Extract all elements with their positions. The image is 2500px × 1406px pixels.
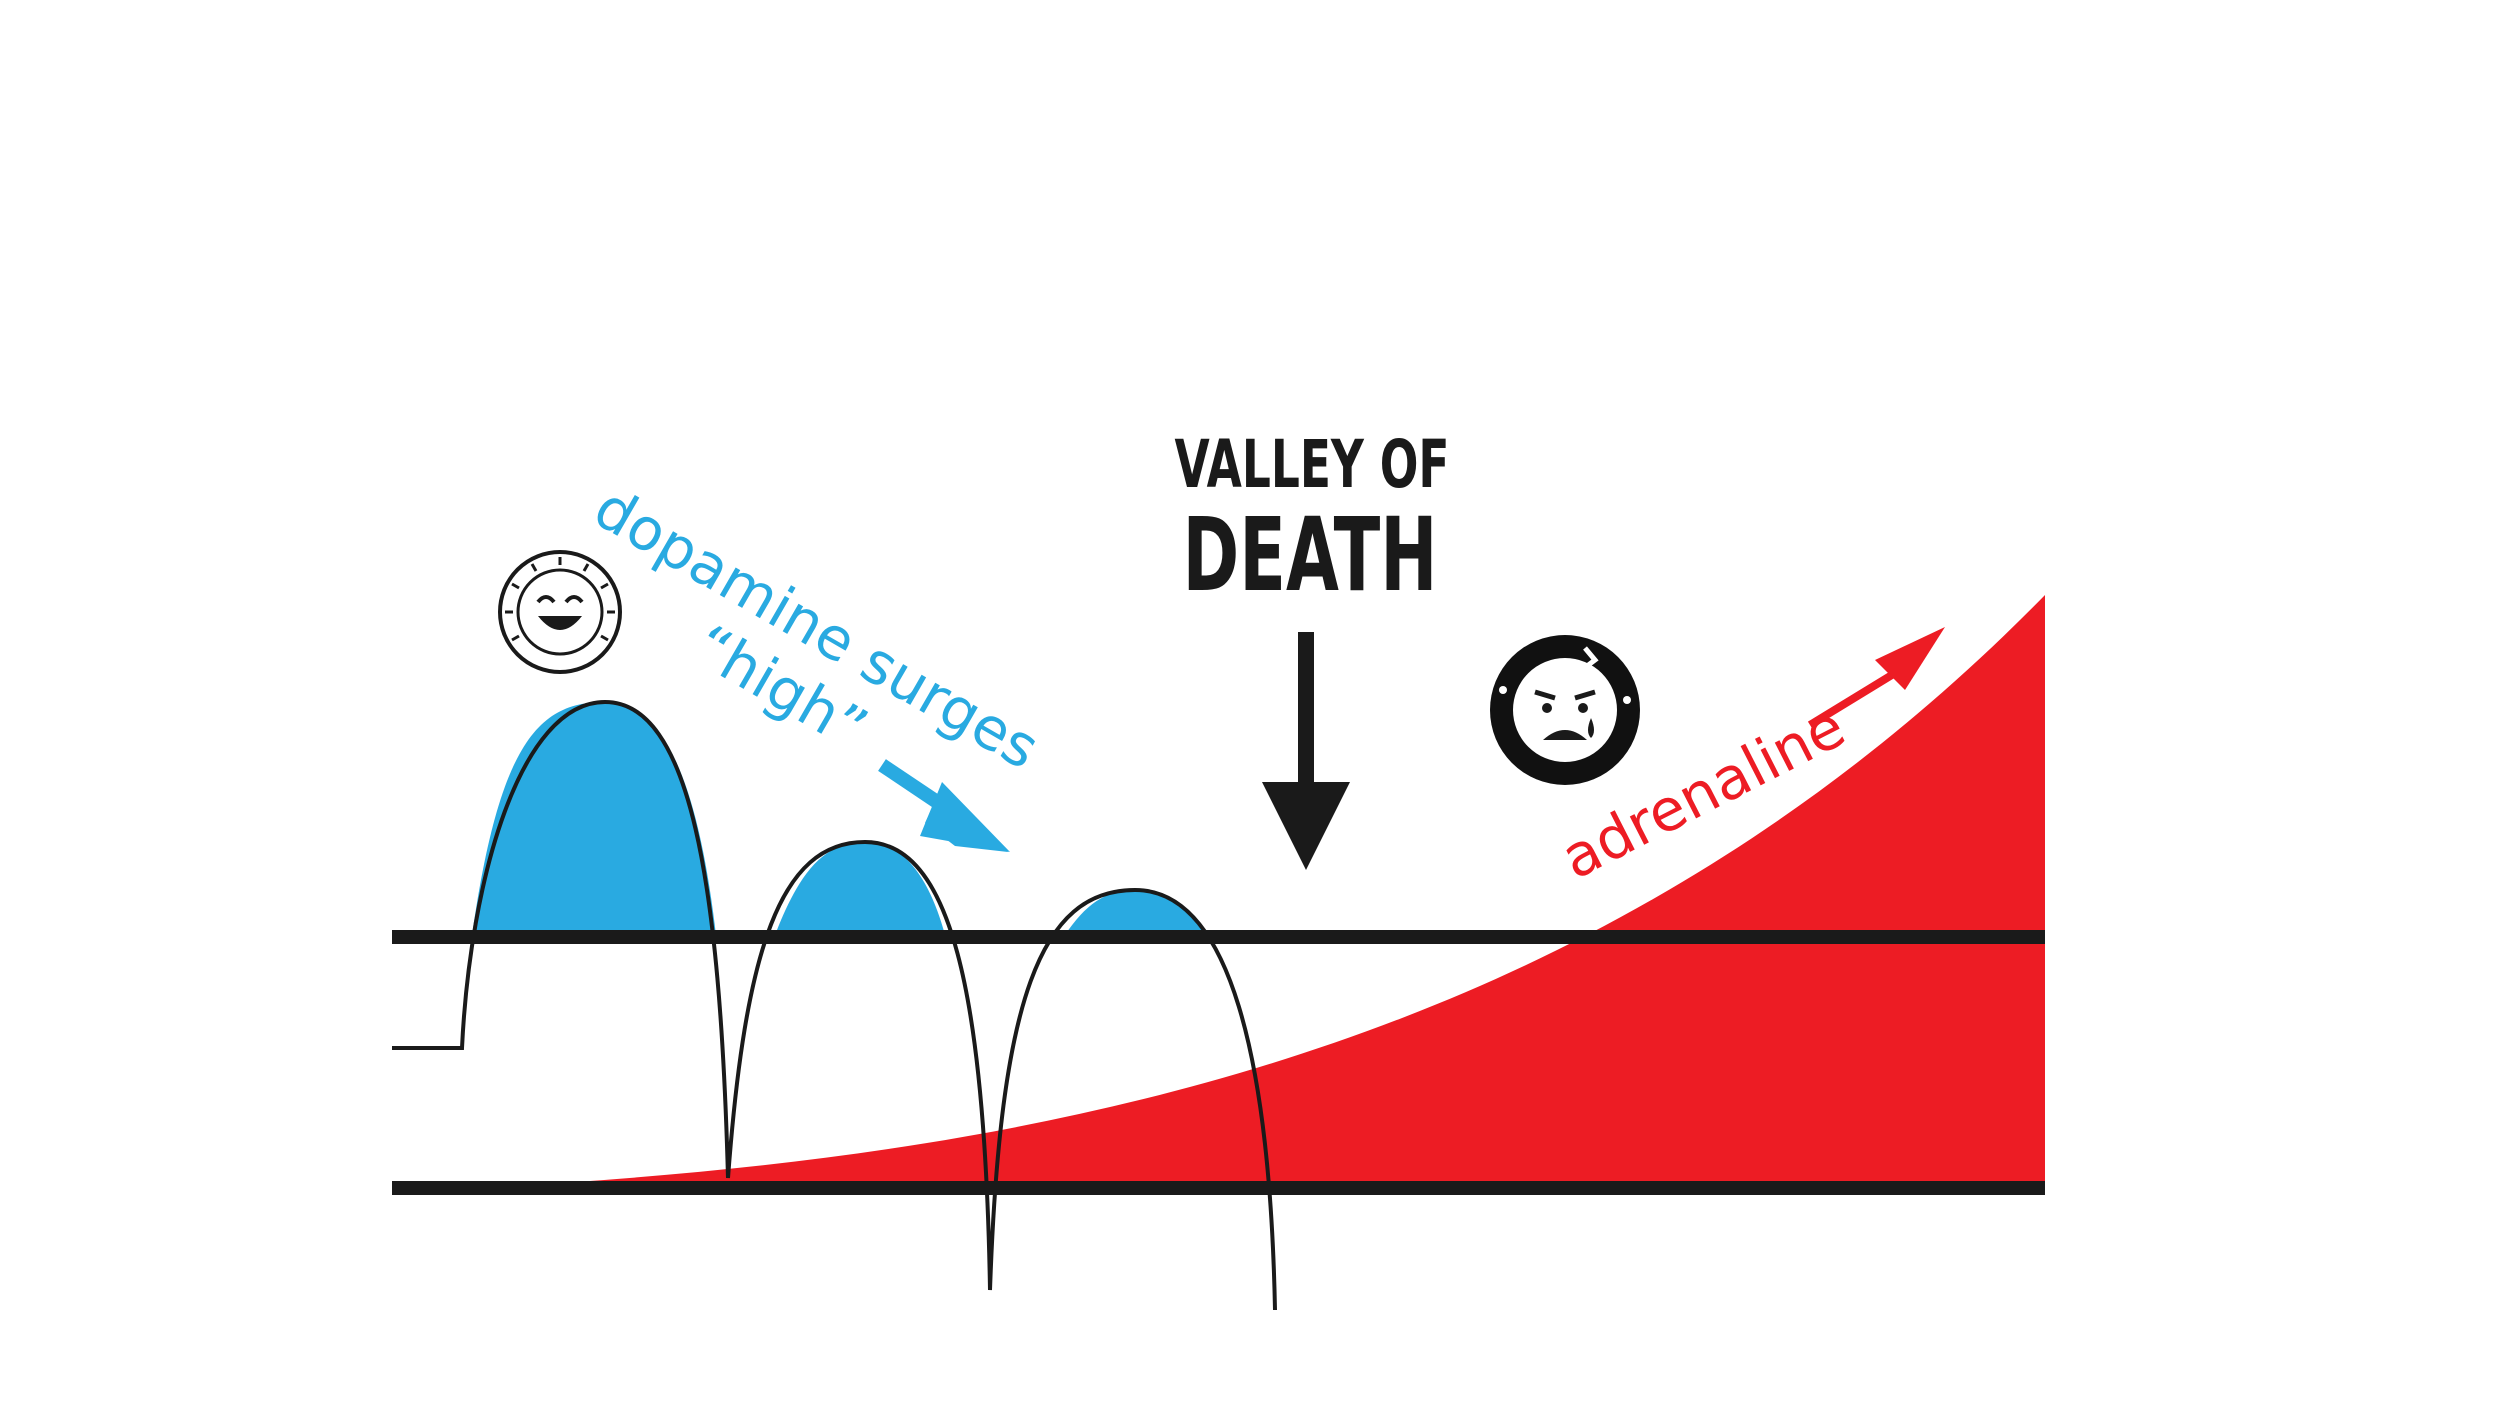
dopamine-hump-1: [472, 702, 716, 935]
happy-sun-face-icon: [498, 550, 622, 674]
diagonal-up-arrow-icon: [1807, 627, 1945, 729]
scared-face-icon: [1490, 635, 1640, 785]
dopamine-wave-line: [392, 699, 1277, 1311]
down-arrow-icon: [1262, 632, 1350, 870]
dopamine-hump-3: [1065, 890, 1205, 935]
adrenaline-area: [470, 595, 2045, 1188]
diagonal-down-arrow-icon: [878, 759, 1010, 852]
valley-title-line1: VALLEY OF: [1175, 426, 1450, 503]
valley-title-line2: DEATH: [1183, 496, 1438, 615]
dopamine-humps: [472, 702, 1205, 935]
dopamine-hump-2: [775, 842, 945, 935]
